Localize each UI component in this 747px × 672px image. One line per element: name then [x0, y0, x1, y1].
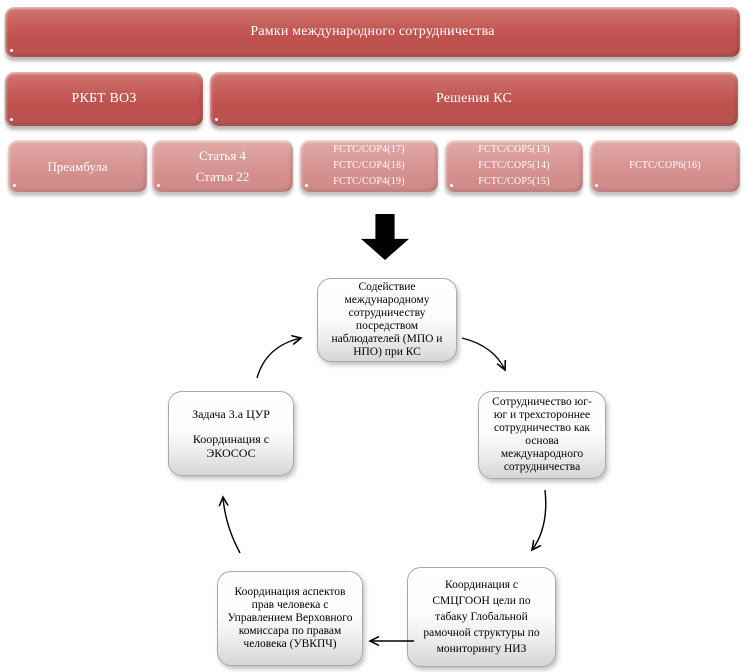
- item-cop4-line-1: FCTC/COP4(17): [333, 144, 405, 155]
- cycle-node-sdg-ecosoc: Задача 3.а ЦУР Координация с ЭКОСОС: [168, 391, 294, 476]
- arrow-top-to-right: [461, 337, 505, 370]
- item-cop6-decision: FCTC/COP6(16): [590, 140, 740, 192]
- down-arrow-icon: [361, 214, 409, 260]
- cycle-node-ohchr-label: Координация аспектов прав человека с Упр…: [227, 586, 353, 650]
- cycle-node-observers-label: Содействие международному сотрудничеству…: [331, 281, 443, 358]
- item-articles-line-2: Статья 22: [195, 169, 250, 184]
- item-preamble: Преамбула: [8, 140, 147, 192]
- banner-framework-title: Рамки международного сотрудничества: [5, 7, 740, 57]
- cycle-node-untf-ncd: Координация с СМЦГООН цели по табаку Гло…: [407, 567, 556, 667]
- item-cop4-line-3: FCTC/COP4(19): [333, 176, 405, 187]
- item-cop4-line-2: FCTC/COP4(18): [333, 160, 405, 171]
- cycle-node-south-south-label: Сотрудничество юг-юг и трехстороннее сот…: [492, 396, 592, 473]
- item-articles: Статья 4 Статья 22: [152, 140, 293, 192]
- item-cop4-decisions: FCTC/COP4(17) FCTC/COP4(18) FCTC/COP4(19…: [300, 140, 438, 192]
- header-fctc-who-label: РКБТ ВОЗ: [71, 91, 137, 106]
- banner-framework-label: Рамки международного сотрудничества: [250, 24, 495, 39]
- header-fctc-who: РКБТ ВОЗ: [5, 72, 203, 126]
- item-cop5-decisions: FCTC/COP5(13) FCTC/COP5(14) FCTC/COP5(15…: [445, 140, 583, 192]
- item-articles-line-1: Статья 4: [198, 148, 247, 163]
- arrow-right-to-bottomright: [532, 489, 547, 550]
- cycle-node-sdg-line-1: Задача 3.а ЦУР: [192, 407, 270, 421]
- item-cop6-line-1: FCTC/COP6(16): [629, 160, 701, 171]
- arrow-left-to-top: [256, 338, 301, 379]
- item-preamble-label: Преамбула: [47, 158, 108, 174]
- cycle-node-south-south: Сотрудничество юг-юг и трехстороннее сот…: [478, 391, 606, 479]
- cycle-node-ohchr: Координация аспектов прав человека с Упр…: [217, 571, 363, 666]
- header-cop-decisions-label: Решения КС: [435, 91, 513, 106]
- cycle-node-untf-ncd-label: Координация с СМЦГООН цели по табаку Гло…: [423, 579, 540, 655]
- arrow-bottomleft-to-left: [223, 497, 241, 554]
- cycle-node-observers: Содействие международному сотрудничеству…: [317, 278, 457, 362]
- item-cop5-line-3: FCTC/COP5(15): [478, 176, 550, 187]
- item-cop5-line-2: FCTC/COP5(14): [478, 160, 550, 171]
- item-cop5-line-1: FCTC/COP5(13): [478, 144, 550, 155]
- header-cop-decisions: Решения КС: [210, 72, 738, 126]
- cycle-node-sdg-line-2: Координация с ЭКОСОС: [192, 432, 270, 460]
